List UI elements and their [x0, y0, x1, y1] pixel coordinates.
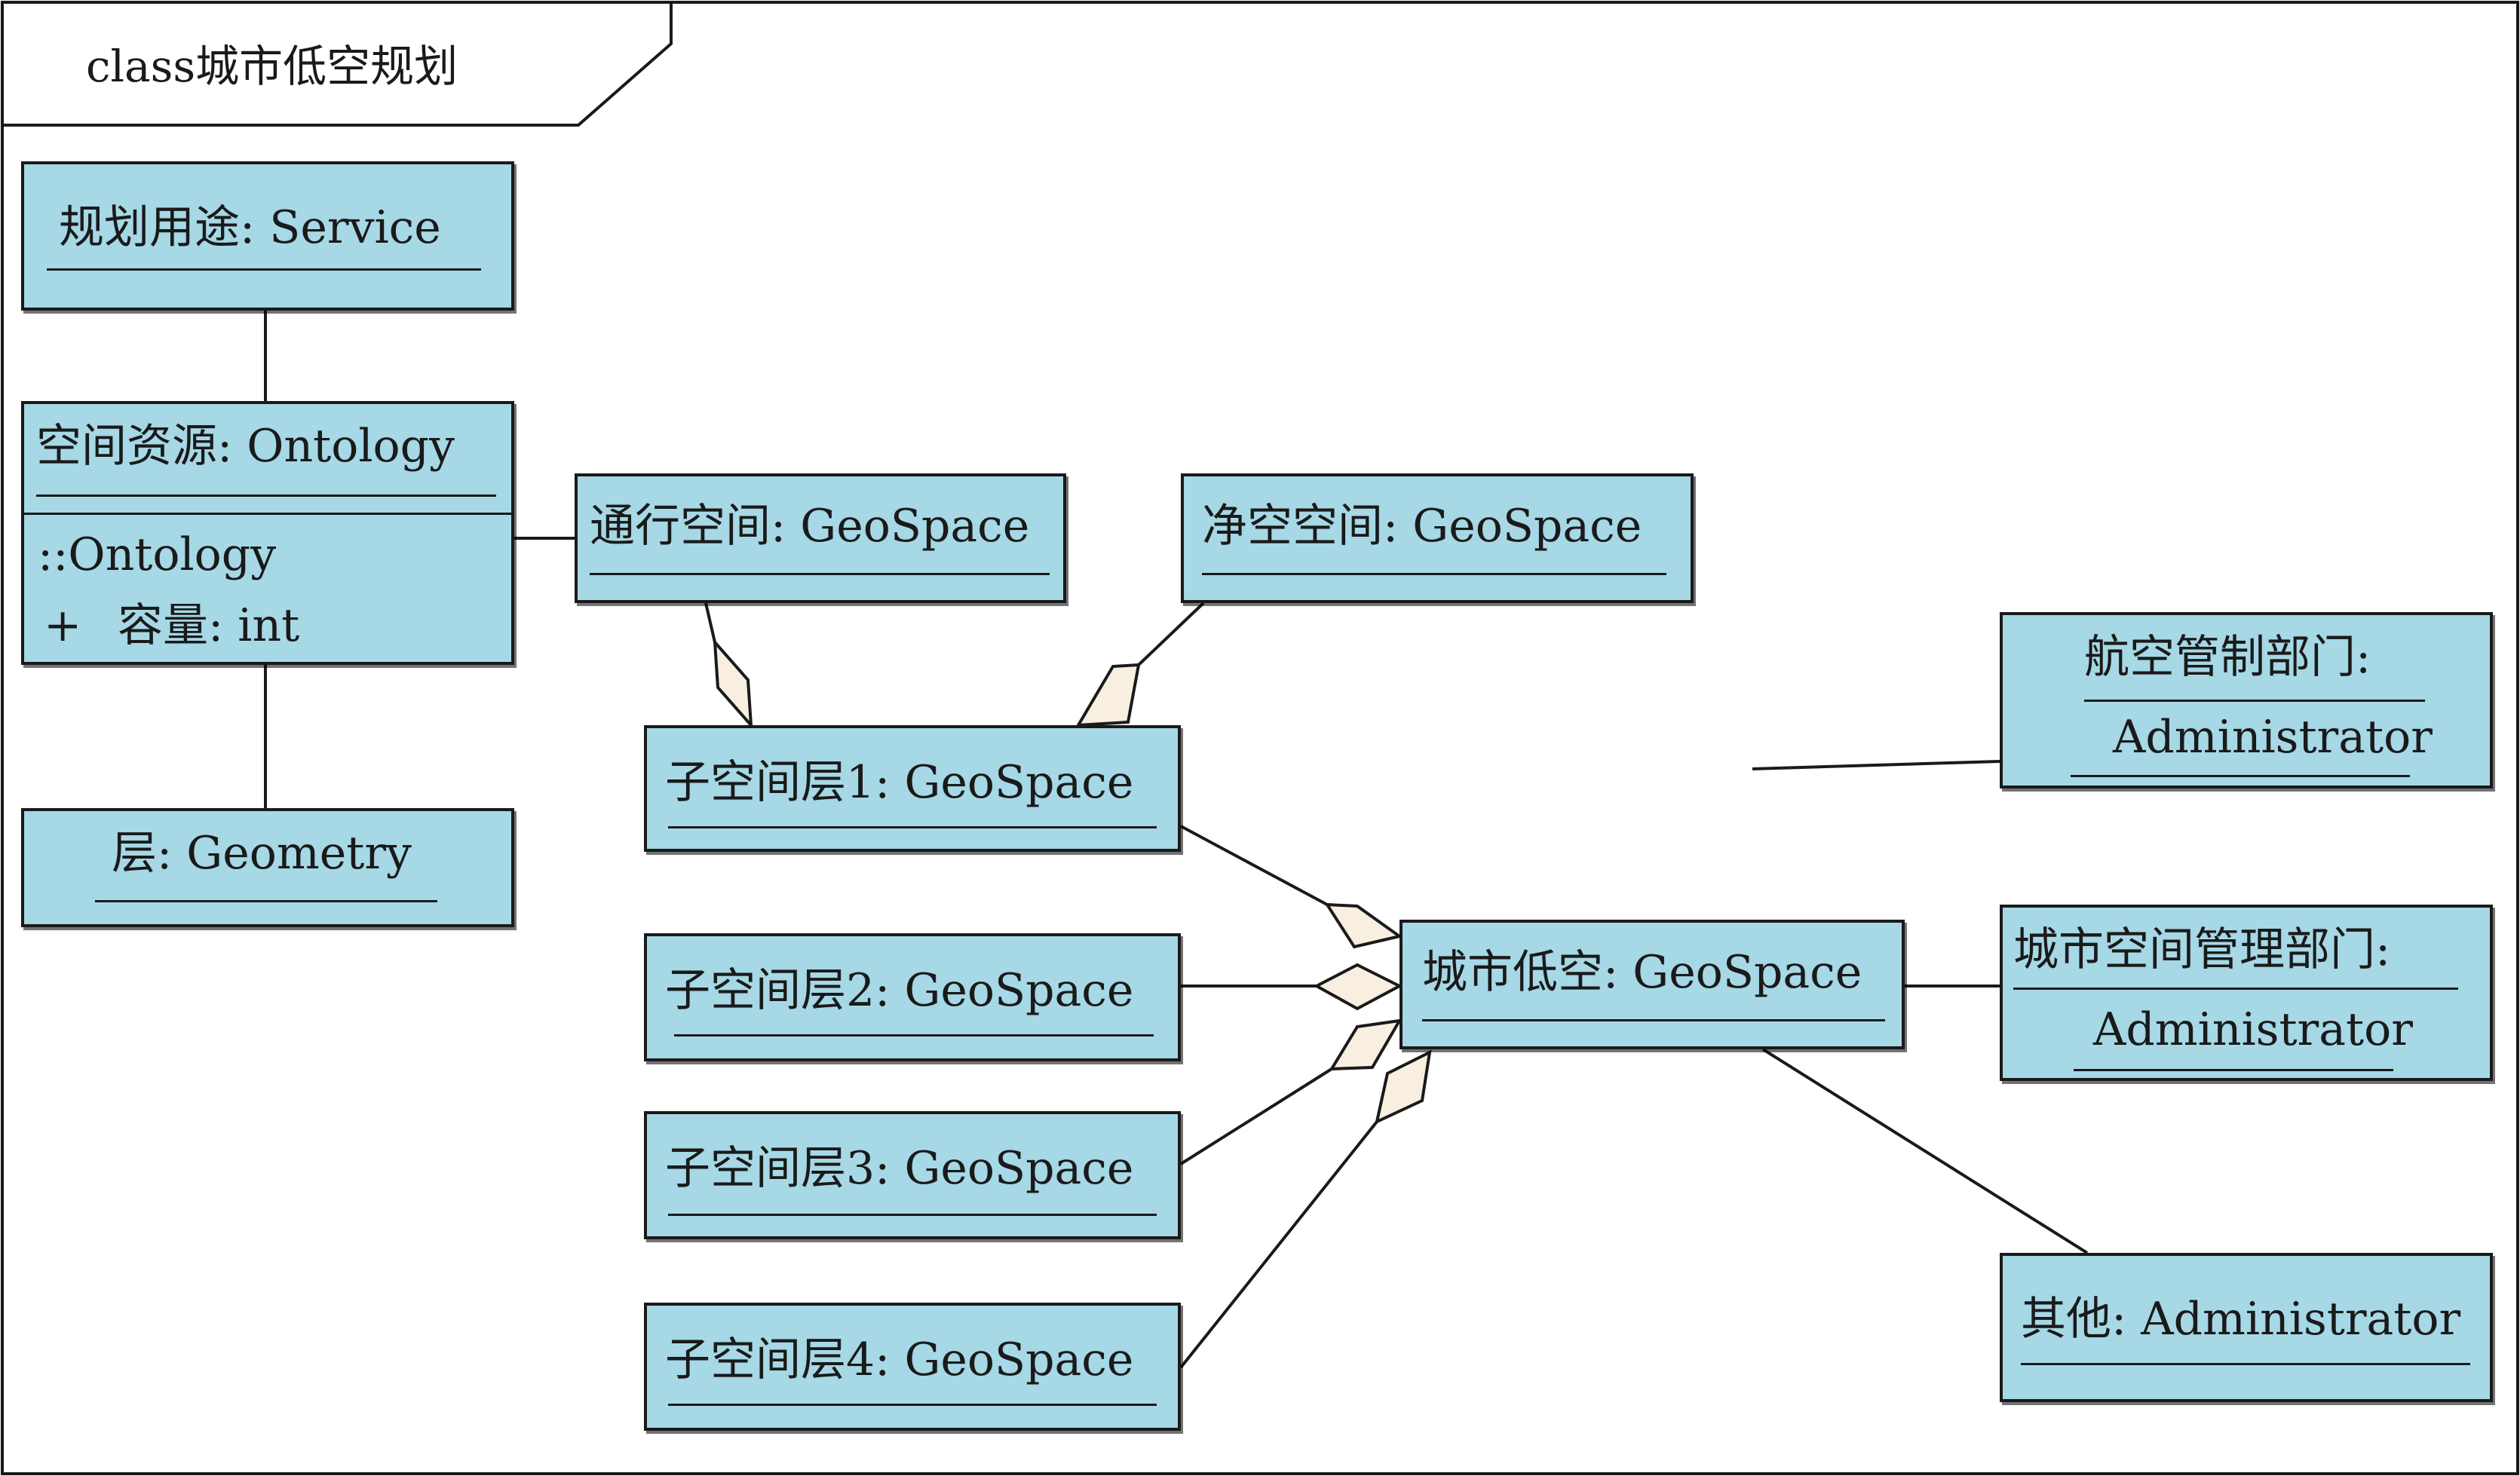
class-aviation-control-line2: Administrator — [2113, 711, 2433, 764]
class-clearance-space-title: 净空空间: GeoSpace — [1202, 500, 1642, 553]
class-sublayer-1-underline — [668, 826, 1157, 828]
class-city-space-admin-line1: 城市空间管理部门: — [2013, 923, 2391, 976]
class-aviation-control-underline-1 — [2084, 700, 2425, 702]
class-ontology-attr-visibility: + — [44, 599, 82, 652]
class-sublayer-3[interactable]: 子空间层3: GeoSpace — [644, 1111, 1181, 1239]
class-city-space-admin[interactable]: 城市空间管理部门: Administrator — [2000, 905, 2493, 1081]
frame-title: class城市低空规划 — [86, 41, 458, 92]
association-urban-other — [1761, 1048, 2089, 1254]
class-transit-space-title: 通行空间: GeoSpace — [590, 500, 1030, 553]
class-sublayer-1[interactable]: 子空间层1: GeoSpace — [644, 725, 1181, 852]
aggregation-diamond-sub3 — [1329, 1018, 1403, 1071]
class-city-space-admin-underline-2 — [2074, 1069, 2393, 1071]
class-other-admin-underline — [2021, 1363, 2470, 1365]
class-transit-space[interactable]: 通行空间: GeoSpace — [575, 473, 1066, 603]
class-ontology-attr: 容量: int — [118, 599, 300, 652]
class-sublayer-4-underline — [668, 1404, 1157, 1406]
class-urban-lowspace-underline — [1422, 1019, 1885, 1021]
class-sublayer-2-underline — [674, 1034, 1154, 1037]
class-ontology-stereotype: ::Ontology — [38, 528, 277, 581]
class-service[interactable]: 规划用途: Service — [21, 161, 514, 311]
class-sublayer-3-title: 子空间层3: GeoSpace — [665, 1142, 1134, 1195]
class-geometry-underline — [95, 900, 437, 902]
aggregation-diamond-clearance — [1075, 663, 1141, 727]
aggregation-line-transit — [704, 602, 716, 643]
frame-title-tab — [2, 2, 673, 127]
class-service-title: 规划用途: Service — [59, 201, 441, 254]
class-aviation-control[interactable]: 航空管制部门: Administrator — [2000, 612, 2493, 789]
aggregation-diamond-sub2 — [1313, 963, 1403, 1011]
class-ontology-separator — [24, 513, 511, 515]
class-urban-lowspace-title: 城市低空: GeoSpace — [1422, 946, 1862, 999]
class-other-admin[interactable]: 其他: Administrator — [2000, 1253, 2493, 1402]
class-ontology[interactable]: 空间资源: Ontology ::Ontology + 容量: int — [21, 401, 514, 665]
aggregation-diamond-transit — [713, 638, 753, 730]
class-city-space-admin-underline-1 — [2013, 988, 2458, 990]
class-other-admin-title: 其他: Administrator — [2021, 1293, 2461, 1346]
aggregation-line-clearance — [1137, 602, 1205, 666]
aggregation-diamond-sub4 — [1375, 1049, 1432, 1125]
class-sublayer-2[interactable]: 子空间层2: GeoSpace — [644, 933, 1181, 1061]
class-ontology-underline — [36, 495, 496, 497]
class-geometry[interactable]: 层: Geometry — [21, 808, 514, 927]
class-city-space-admin-line2: Administrator — [2093, 1003, 2413, 1056]
class-sublayer-2-title: 子空间层2: GeoSpace — [665, 964, 1134, 1017]
class-sublayer-3-underline — [668, 1214, 1157, 1216]
class-clearance-space-underline — [1202, 573, 1666, 575]
association-urban-aviation — [1752, 760, 2000, 770]
class-sublayer-4[interactable]: 子空间层4: GeoSpace — [644, 1303, 1181, 1431]
class-ontology-title: 空间资源: Ontology — [36, 420, 455, 473]
class-sublayer-1-title: 子空间层1: GeoSpace — [665, 756, 1134, 809]
aggregation-diamond-sub1 — [1324, 902, 1403, 949]
class-aviation-control-line1: 航空管制部门: — [2084, 631, 2371, 684]
class-urban-lowspace[interactable]: 城市低空: GeoSpace — [1399, 920, 1905, 1049]
class-aviation-control-underline-2 — [2071, 775, 2410, 777]
class-sublayer-4-title: 子空间层4: GeoSpace — [665, 1334, 1134, 1386]
class-geometry-title: 层: Geometry — [112, 827, 412, 880]
aggregation-line-sub3 — [1179, 1067, 1333, 1165]
class-clearance-space[interactable]: 净空空间: GeoSpace — [1181, 473, 1694, 603]
aggregation-line-sub1 — [1180, 825, 1328, 906]
class-transit-space-underline — [590, 573, 1050, 575]
aggregation-line-sub4 — [1179, 1120, 1378, 1369]
class-service-underline — [47, 268, 481, 271]
